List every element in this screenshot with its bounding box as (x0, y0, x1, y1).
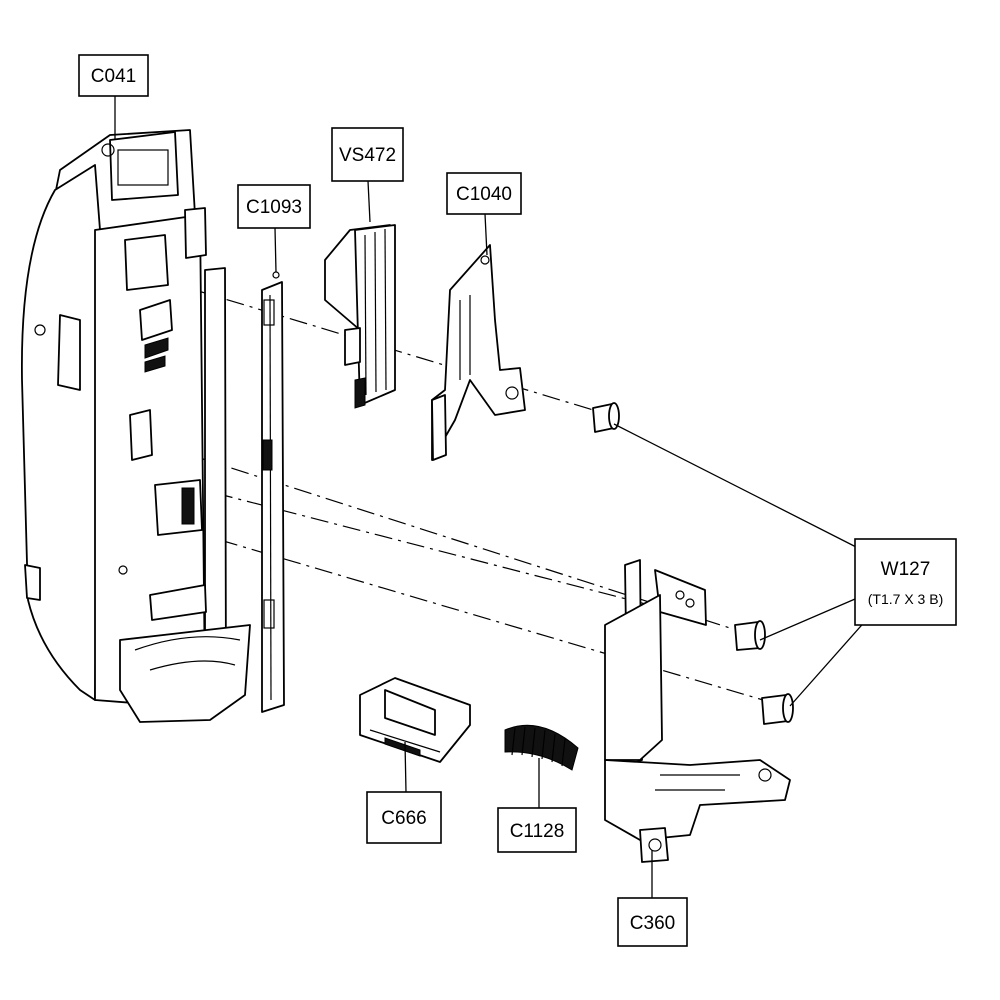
label-vs472: VS472 (339, 145, 396, 166)
label-w127-spec: (T1.7 X 3 B) (868, 591, 943, 607)
label-c1040: C1040 (456, 184, 512, 205)
callout-c041: C041 (78, 54, 149, 97)
part-c1040-bracket (431, 244, 526, 461)
callout-c666: C666 (366, 791, 442, 844)
screw-1 (592, 402, 620, 433)
part-c1093-flex-board (261, 271, 285, 713)
callout-c1128: C1128 (497, 807, 577, 853)
label-w127: W127 (881, 559, 931, 580)
part-vs472-switch (324, 224, 396, 409)
part-c360-frame (604, 559, 791, 863)
part-c666-knob (359, 677, 471, 763)
callout-c1040: C1040 (446, 172, 522, 215)
part-c041-housing (20, 129, 251, 723)
screw-3 (761, 693, 794, 725)
callout-w127: W127 (T1.7 X 3 B) (854, 538, 957, 626)
part-w127-screws (592, 402, 794, 725)
callout-c360: C360 (617, 897, 688, 947)
part-c1128-spring (504, 724, 579, 771)
label-c360: C360 (630, 913, 675, 934)
leader-lines (114, 96, 869, 898)
callout-vs472: VS472 (331, 127, 404, 182)
label-c666: C666 (381, 808, 426, 829)
label-c1093: C1093 (246, 197, 302, 218)
callout-c1093: C1093 (237, 184, 311, 229)
screw-2 (734, 620, 766, 651)
label-c1128: C1128 (510, 821, 565, 842)
label-c041: C041 (91, 66, 136, 87)
